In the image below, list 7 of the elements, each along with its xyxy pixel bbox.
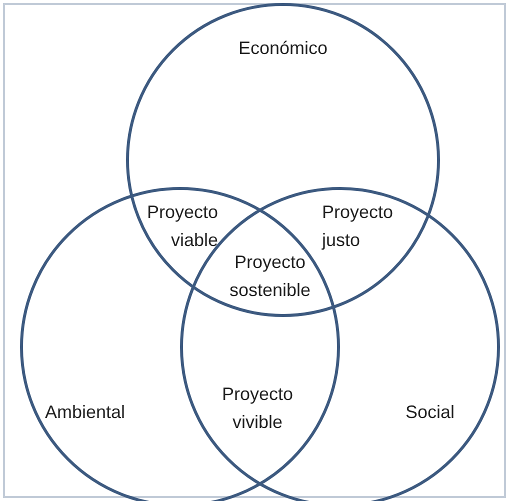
intersection-label: Proyecto sostenible xyxy=(228,251,312,302)
circle-label: Social xyxy=(405,401,455,424)
circle-label: Ambiental xyxy=(44,401,126,424)
intersection-label: Proyecto viable xyxy=(146,201,218,252)
circle-label: Económico xyxy=(238,37,328,60)
intersection-label: Proyecto justo xyxy=(322,201,394,252)
intersection-label: Proyecto vivible xyxy=(220,383,294,434)
